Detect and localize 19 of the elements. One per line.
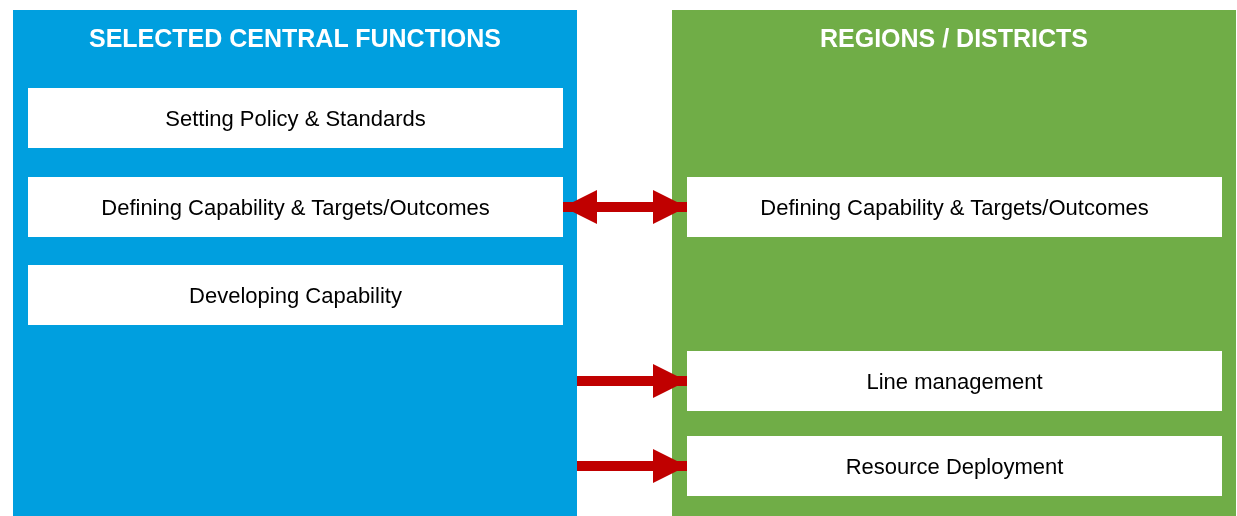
panel-title: SELECTED CENTRAL FUNCTIONS	[87, 23, 503, 54]
group-panel	[672, 10, 1236, 516]
box-label: Line management	[866, 367, 1043, 396]
box-label: Setting Policy & Standards	[165, 104, 426, 133]
arrow	[577, 364, 687, 398]
panel-title: REGIONS / DISTRICTS	[818, 23, 1090, 54]
process-box	[687, 436, 1222, 496]
box-label: Developing Capability	[189, 281, 402, 310]
process-box	[28, 88, 563, 148]
box-label: Resource Deployment	[845, 452, 1064, 481]
box-label: Defining Capability & Targets/Outcomes	[101, 193, 490, 222]
process-box	[687, 351, 1222, 411]
box-label: Defining Capability & Targets/Outcomes	[760, 193, 1149, 222]
arrow	[563, 190, 687, 224]
process-box	[28, 177, 563, 237]
arrow	[577, 449, 687, 483]
process-box	[687, 177, 1222, 237]
group-panel	[13, 10, 577, 516]
process-box	[28, 265, 563, 325]
